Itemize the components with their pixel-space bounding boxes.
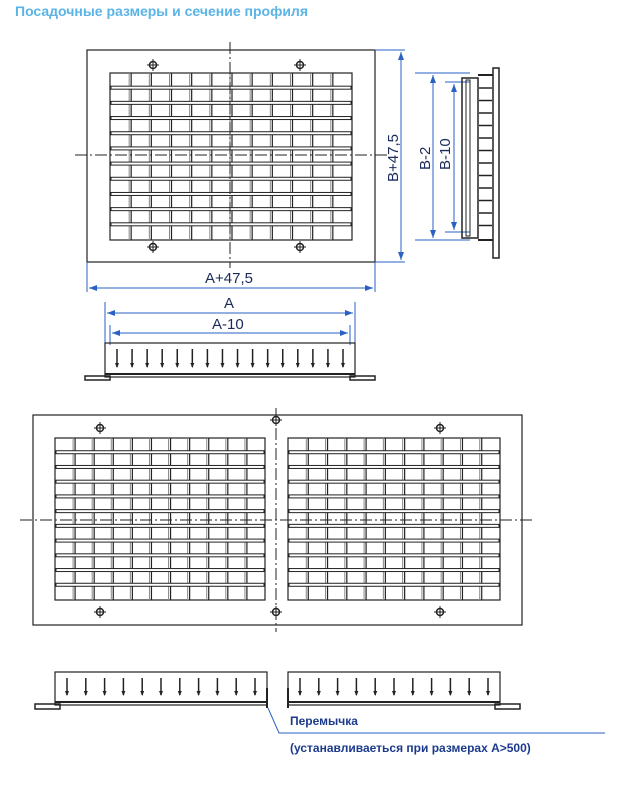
dim-a-plus-47-5: A+47,5 — [205, 270, 253, 287]
fastener-tip — [341, 363, 345, 368]
grid-horizontal-blade — [110, 85, 352, 90]
fastener-tip — [325, 363, 330, 368]
fastener-tip — [145, 363, 150, 368]
grid-horizontal-blade — [110, 146, 352, 151]
fastener-tip — [253, 691, 257, 696]
fastener-tip — [220, 363, 225, 368]
grid-horizontal-blade — [55, 523, 265, 528]
grid-horizontal-blade — [288, 450, 500, 455]
fastener-tip — [140, 691, 145, 696]
fastener-tip — [234, 691, 239, 696]
grid-horizontal-blade — [288, 464, 500, 469]
fastener-tip — [310, 363, 315, 368]
fastener-tip — [235, 363, 240, 368]
fastener-tip — [177, 691, 182, 696]
fastener-tip — [429, 691, 434, 696]
fastener-tip — [196, 691, 201, 696]
fastener-tip — [175, 363, 180, 368]
grid-horizontal-blade — [55, 494, 265, 499]
grid-horizontal-blade — [110, 116, 352, 121]
section-1-profile — [104, 342, 356, 378]
grid-horizontal-blade — [110, 191, 352, 196]
profile-flange — [492, 67, 500, 259]
section-1-flange-right — [349, 375, 376, 381]
fastener-tip — [121, 691, 126, 696]
fastener-tip — [190, 363, 195, 368]
fastener-tip — [102, 691, 107, 696]
fastener-tip — [250, 363, 255, 368]
fastener-tip — [205, 363, 210, 368]
grid-horizontal-blade — [288, 538, 500, 543]
fastener-tip — [83, 691, 88, 696]
grid-horizontal-blade — [288, 582, 500, 587]
profile-body — [461, 77, 479, 239]
grid-horizontal-blade — [55, 553, 265, 558]
fastener-tip — [130, 363, 135, 368]
grille-1-grid — [109, 72, 353, 241]
jumper-label: Перемычка — [290, 714, 358, 728]
grid-horizontal-blade — [288, 523, 500, 528]
dim-b-plus-47-5: B+47,5 — [385, 134, 402, 182]
fastener-tip — [215, 691, 220, 696]
grid-horizontal-blade — [110, 207, 352, 212]
grille-2-grid-right — [287, 437, 501, 601]
section-2-flange-left — [34, 703, 61, 710]
grid-horizontal-blade — [55, 568, 265, 573]
grid-horizontal-blade — [55, 538, 265, 543]
dim-a: A — [224, 295, 234, 312]
fastener-tip — [280, 363, 285, 368]
fastener-tip — [392, 691, 396, 696]
dim-b-2: B-2 — [417, 147, 434, 170]
fastener-tip — [486, 691, 490, 696]
section-2-flange-right — [494, 703, 521, 710]
fastener-tip — [159, 691, 163, 696]
grid-horizontal-blade — [55, 450, 265, 455]
grid-horizontal-blade — [288, 479, 500, 484]
grid-horizontal-blade — [55, 479, 265, 484]
jumper-leader-line — [267, 707, 605, 734]
grid-horizontal-blade — [288, 509, 500, 514]
jumper-condition-note: (устанавливаеться при размерах А>500) — [290, 741, 531, 755]
dim-a-10: A-10 — [212, 316, 244, 333]
grille-1-frame — [86, 49, 376, 263]
fastener-tip — [467, 691, 472, 696]
grid-horizontal-blade — [110, 161, 352, 166]
grid-horizontal-blade — [288, 553, 500, 558]
fastener-tip — [298, 691, 302, 696]
fastener-tip — [373, 691, 378, 696]
fastener-tip — [295, 363, 300, 368]
page-title: Посадочные размеры и сечение профиля — [15, 3, 308, 19]
grid-horizontal-blade — [55, 464, 265, 469]
grid-horizontal-blade — [288, 494, 500, 499]
fastener-tip — [316, 691, 321, 696]
fastener-tip — [65, 691, 69, 696]
grid-horizontal-blade — [110, 222, 352, 227]
fastener-tip — [160, 363, 165, 368]
fastener-tip — [265, 363, 270, 368]
grid-horizontal-blade — [110, 100, 352, 105]
grid-horizontal-blade — [110, 176, 352, 181]
grid-horizontal-blade — [55, 509, 265, 514]
fastener-tip — [115, 363, 119, 368]
grid-horizontal-blade — [288, 568, 500, 573]
profile-inner — [465, 79, 471, 237]
section-1-flange-left — [84, 375, 111, 381]
grille-2-grid-left — [54, 437, 266, 601]
grid-horizontal-blade — [55, 582, 265, 587]
fastener-tip — [448, 691, 453, 696]
grid-horizontal-blade — [110, 131, 352, 136]
fastener-tip — [335, 691, 340, 696]
fastener-tip — [354, 691, 359, 696]
fastener-tip — [410, 691, 415, 696]
dim-b-10: B-10 — [437, 138, 454, 170]
